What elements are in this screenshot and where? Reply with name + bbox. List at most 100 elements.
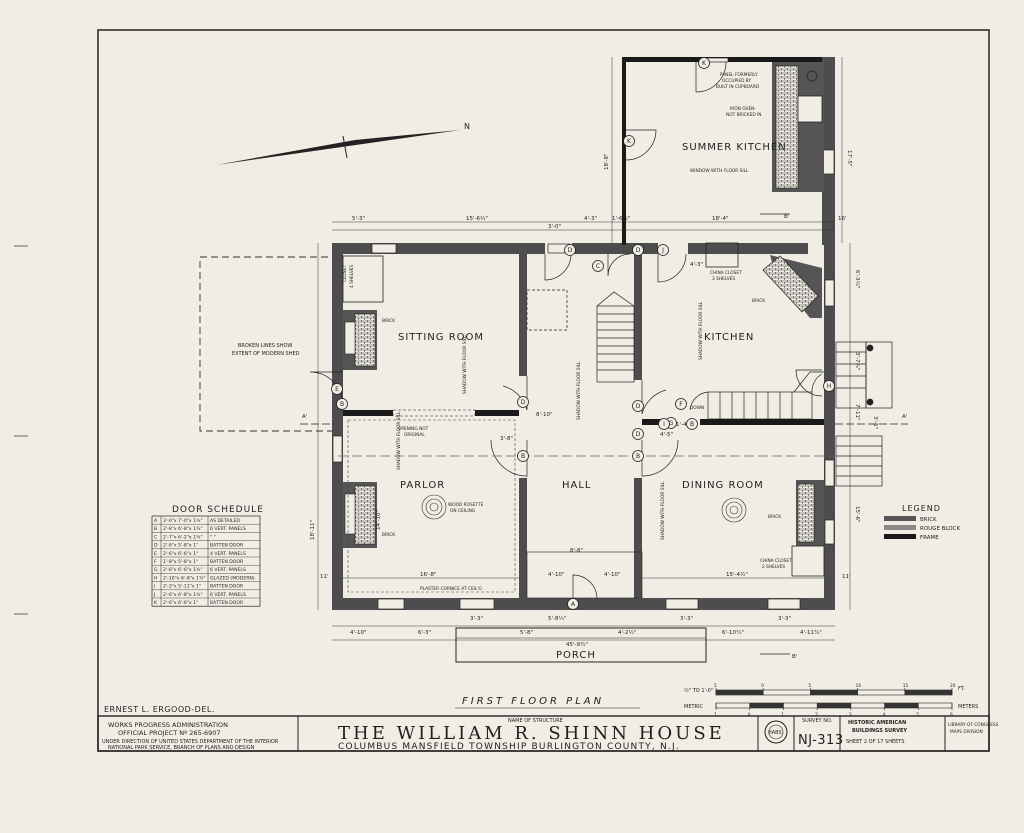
wall-hall-east: [634, 254, 642, 380]
windows: [332, 57, 835, 610]
door-schedule-size: 3'-0"x 7'-0"x 1¾": [163, 518, 203, 524]
dim-east-low: 7'-11": [854, 404, 860, 421]
door-schedule-size: 2'-6"x 6'-6"x 1¾": [163, 567, 203, 573]
note-plaster-cornice: PLASTER CORNICE AT CEIL'G: [420, 586, 482, 592]
door-tag-d2: D: [636, 247, 641, 254]
note-shadow-1: SHADOW WITH FLOOR SILL: [462, 335, 468, 394]
section-a-right: A': [902, 414, 907, 420]
north-arrow: N: [216, 122, 470, 165]
dim-hall-door2: 3'-8": [500, 436, 513, 442]
door-tag-circle: [657, 244, 669, 256]
door-schedule-size: 2'-6"x 5'-8"x 1": [163, 543, 198, 549]
door-schedule-desc: " ": [210, 534, 216, 540]
door-schedule-key: B: [154, 526, 157, 532]
door-schedule-desc: 6 VERT. PANELS: [210, 592, 246, 598]
shed-note-1: BROKEN LINES SHOW: [238, 343, 292, 349]
wall-west: [332, 243, 343, 610]
dim-bottom-7: 6'-10¼": [722, 630, 744, 636]
under-line-2: NATIONAL PARK SERVICE, BRANCH OF PLANS A…: [108, 745, 255, 751]
note-panel-3: BUILT IN CUPBOARD: [716, 84, 760, 90]
door-schedule-desc: 6 VERT. PANELS: [210, 567, 246, 573]
dim-top-4: 4'-3": [584, 216, 597, 222]
title-block: [97, 715, 990, 752]
door-schedule-desc: 4 VERT. PANELS: [210, 551, 246, 557]
wall-sitting-parlor: [343, 410, 393, 416]
loc-line-1: LIBRARY OF CONGRESS: [948, 722, 999, 728]
door-tag-circle: [517, 450, 529, 462]
fireplace-dining-room: [796, 480, 824, 546]
parlor-cornice-line: [347, 419, 516, 593]
door-tag-circle: [331, 383, 343, 395]
wall-east: [824, 243, 835, 610]
door-schedule-size: 2'-6"x 6'-6"x 1": [163, 600, 198, 606]
note-iron-oven-2: NOT BRICKED IN: [726, 112, 761, 118]
room-dining-room: DINING ROOM: [682, 480, 764, 491]
door-tag-circle: [623, 135, 635, 147]
note-brick-parlor: BRICK: [382, 532, 395, 538]
dim-porch-left: 5'-8¼": [548, 616, 566, 622]
room-hall: HALL: [562, 480, 592, 491]
dim-bottom-5: 4'-2½": [618, 629, 636, 636]
door-tag-circle: [823, 380, 835, 392]
door-tag-a: A: [571, 601, 576, 608]
door-tag-d3: D: [521, 399, 526, 406]
door-tag-circle: [632, 450, 644, 462]
dim-bottom-6: 3'-3": [680, 616, 693, 622]
door-schedule-key: E: [154, 551, 157, 557]
legend-swatch: [884, 516, 916, 521]
china-closet-dining: [791, 545, 825, 577]
door-tag-d5: D: [636, 431, 641, 438]
door-schedule-key: D: [154, 543, 158, 549]
room-porch: PORCH: [556, 650, 596, 661]
door-tag-circle: [632, 428, 644, 440]
scale-tick-ft: 5: [714, 683, 717, 689]
stair-down-label: DOWN: [690, 405, 704, 411]
wpa-line-2: OFFICIAL PROJECT Nº 265-6907: [118, 729, 221, 737]
note-rosette-1: WOOD ROSETTE: [448, 502, 484, 508]
door-tag-circle: [567, 598, 579, 610]
dim-top-6: 18'-4": [712, 216, 729, 222]
note-china-closet-k-2: 3 SHELVES: [712, 276, 735, 282]
wall-south: [332, 598, 835, 610]
note-rosette-2: ON CEILING: [450, 508, 475, 514]
porch-outline: [455, 627, 707, 663]
north-label: N: [464, 122, 470, 131]
door-tag-circle: [592, 260, 604, 272]
dim-11-left: 11': [320, 574, 329, 580]
name-label: NAME OF STRUCTURE: [508, 718, 563, 724]
door-tag-f: F: [679, 401, 683, 408]
door-tag-circle: [686, 418, 698, 430]
door-schedule-size: 2'-8"x 6'-8"x 1¾": [163, 526, 203, 532]
legend-label: BRICK: [920, 517, 937, 523]
structure-name: THE WILLIAM R. SHINN HOUSE: [338, 723, 725, 744]
section-marks: [300, 213, 908, 655]
note-shadow-5: SHADOW WITH FLOOR SILL: [396, 411, 402, 470]
dimension-lines: [317, 57, 851, 641]
scale-tick-m: 5: [916, 712, 919, 718]
scale-tick-m: 2: [815, 712, 818, 718]
door-tag-j: J: [661, 247, 664, 254]
fireplace-sitting-room: [343, 310, 377, 370]
dim-east-kitchen: 6'-3¾": [854, 270, 860, 288]
door-schedule-title: DOOR SCHEDULE: [172, 505, 264, 515]
note-summer-window: WINDOW WITH FLOOR SILL: [690, 168, 749, 174]
dim-dining-width: 15'-4½": [726, 571, 748, 578]
note-shadow-4: SHADOW WITH FLOOR SILL: [660, 481, 666, 540]
door-tag-k2: K: [627, 138, 632, 145]
fireplace-kitchen: [762, 255, 822, 318]
note-china-closet-d-2: 2 SHELVES: [762, 564, 785, 570]
dim-sk-left: 18'-8": [604, 153, 610, 170]
survey-label: SURVEY NO.: [802, 718, 833, 724]
room-sitting-room: SITTING ROOM: [398, 332, 484, 343]
dim-16: 16': [838, 216, 847, 222]
door-tag-i: I: [663, 421, 665, 428]
sitting-opening-dashes: [392, 409, 476, 417]
door-schedule-desc: BATTEN DOOR: [210, 543, 244, 549]
door-tag-k1: K: [702, 60, 707, 67]
dim-hall-left: 4'-10": [548, 572, 565, 578]
door-tag-circle: [698, 57, 710, 69]
door-schedule-desc: BATTEN DOOR: [210, 584, 244, 590]
